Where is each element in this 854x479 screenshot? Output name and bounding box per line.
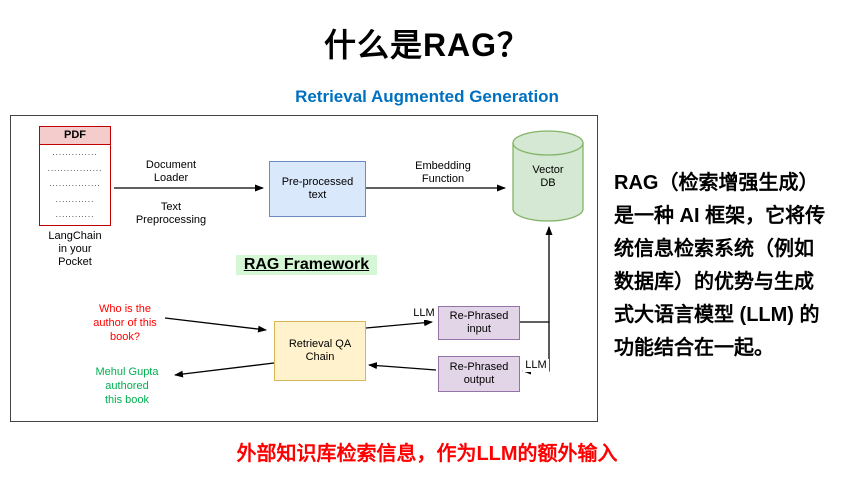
arrow-chain-to-answer (174, 362, 275, 378)
pdf-text-line: ............ (55, 210, 95, 219)
pdf-caption: LangChain in your Pocket (48, 230, 102, 268)
preprocessed-text-node: Pre-processed text (269, 161, 366, 217)
vector-db-node: Vector DB (532, 164, 564, 189)
rag-description: RAG（检索增强生成） 是一种 AI 框架，它将传 统信息检索系统（例如 数据库… (614, 167, 852, 365)
llm-label-top: LLM (411, 307, 437, 320)
rephrased-input-node: Re-Phrased input (438, 306, 520, 340)
arrow-input-to-vectordb (520, 226, 553, 323)
text-preprocessing-label: Text Preprocessing (121, 201, 221, 227)
answer-text: Mehul Gupta authored this book (95, 366, 159, 406)
llm-label-bottom: LLM (523, 359, 549, 372)
pdf-label: PDF (40, 127, 110, 145)
pdf-text-line: ................. (47, 163, 103, 173)
embedding-function-label: Embedding Function (398, 160, 488, 186)
page-title: 什么是RAG？ (323, 27, 531, 63)
description-line: RAG（检索增强生成） (614, 172, 819, 194)
user-question-text: Who is the author of this book? (93, 303, 157, 343)
pdf-text-line: ............ (55, 194, 95, 204)
pdf-text-line: ................ (49, 179, 101, 188)
document-loader-label: Document Loader (126, 159, 216, 185)
pdf-document: PDF .............. ................. ...… (39, 126, 111, 226)
vector-db-cylinder (512, 130, 584, 222)
framework-title-text: RAG Framework (235, 255, 378, 275)
retrieval-qa-chain-node: Retrieval QA Chain (274, 321, 366, 381)
bottom-note: 外部知识库检索信息，作为LLM的额外输入 (236, 443, 618, 465)
page-subtitle: Retrieval Augmented Generation (295, 87, 559, 106)
arrow-output-to-chain (368, 362, 437, 371)
arrow-chain-to-input (365, 319, 433, 329)
description-line: 式大语言模型 (LLM) 的 (614, 304, 820, 326)
description-line: 数据库）的优势与生成 (614, 271, 814, 293)
description-line: 是一种 AI 框架，它将传 (614, 205, 826, 227)
framework-title: RAG Framework (224, 255, 389, 275)
rephrased-output-node: Re-Phrased output (438, 356, 520, 392)
pdf-text-line: .............. (52, 148, 98, 157)
description-line: 统信息检索系统（例如 (614, 238, 814, 260)
rag-framework-diagram: PDF .............. ................. ...… (10, 115, 598, 422)
description-line: 功能结合在一起。 (614, 337, 774, 359)
